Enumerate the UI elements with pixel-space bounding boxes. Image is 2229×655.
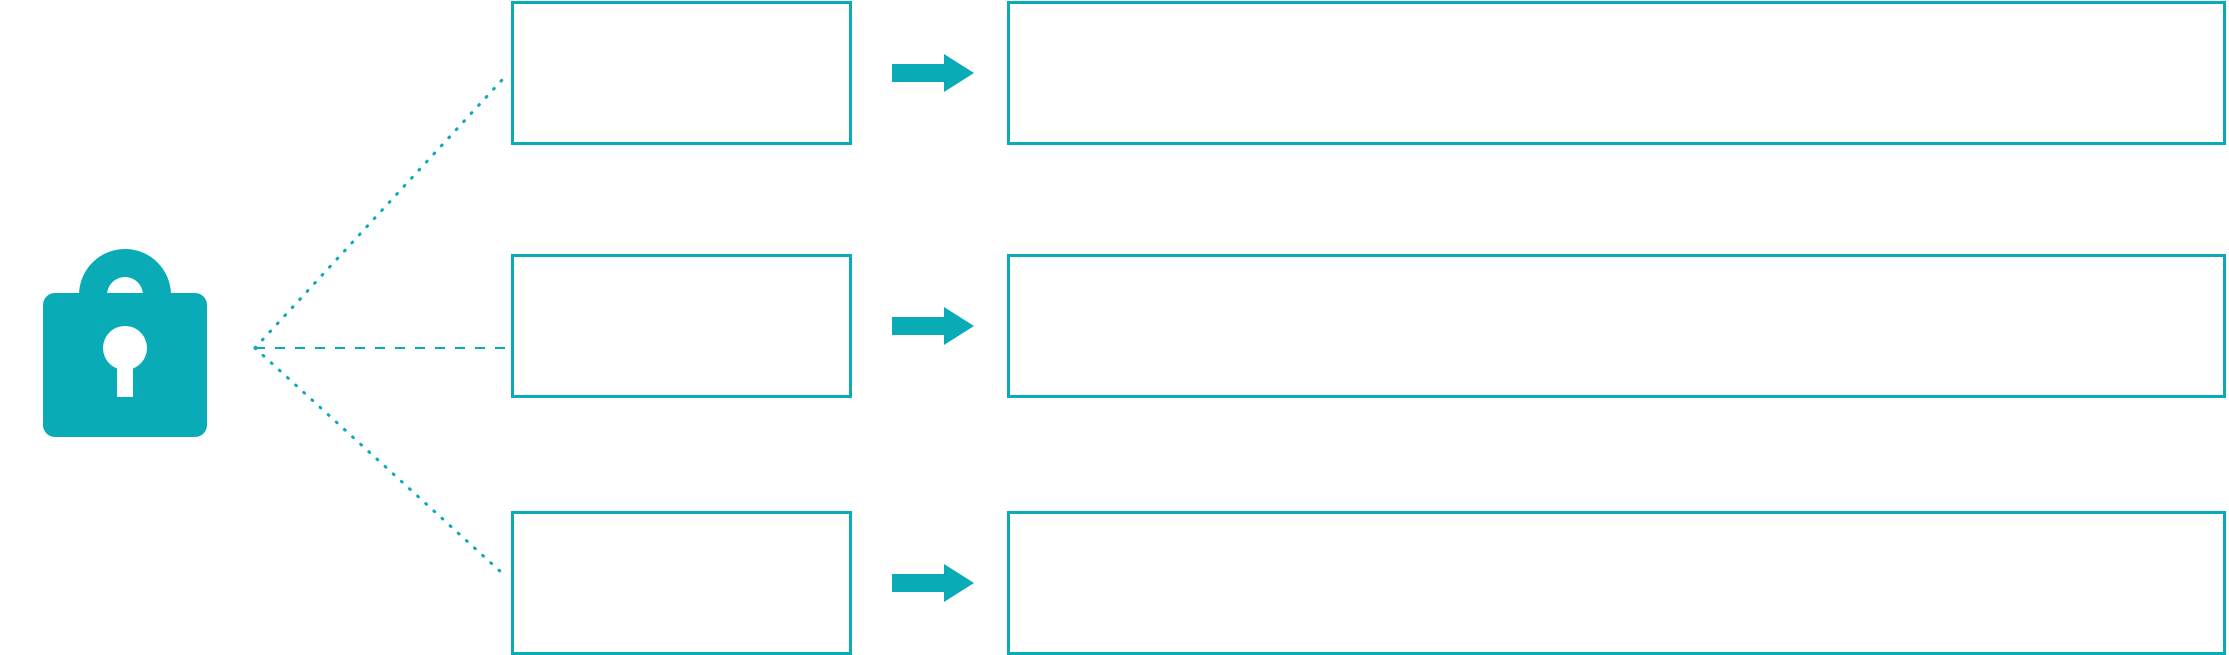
left-box[interactable]	[511, 254, 852, 398]
right-arrow-icon	[892, 54, 974, 92]
right-arrow-icon	[892, 564, 974, 602]
left-box[interactable]	[511, 511, 852, 655]
diagram-row	[0, 0, 2229, 145]
right-arrow-icon	[892, 307, 974, 345]
left-box[interactable]	[511, 1, 852, 145]
diagram-row	[0, 253, 2229, 398]
right-box[interactable]	[1007, 511, 2226, 655]
lock-icon	[30, 205, 220, 445]
right-box[interactable]	[1007, 1, 2226, 145]
right-box[interactable]	[1007, 254, 2226, 398]
diagram-row	[0, 510, 2229, 655]
